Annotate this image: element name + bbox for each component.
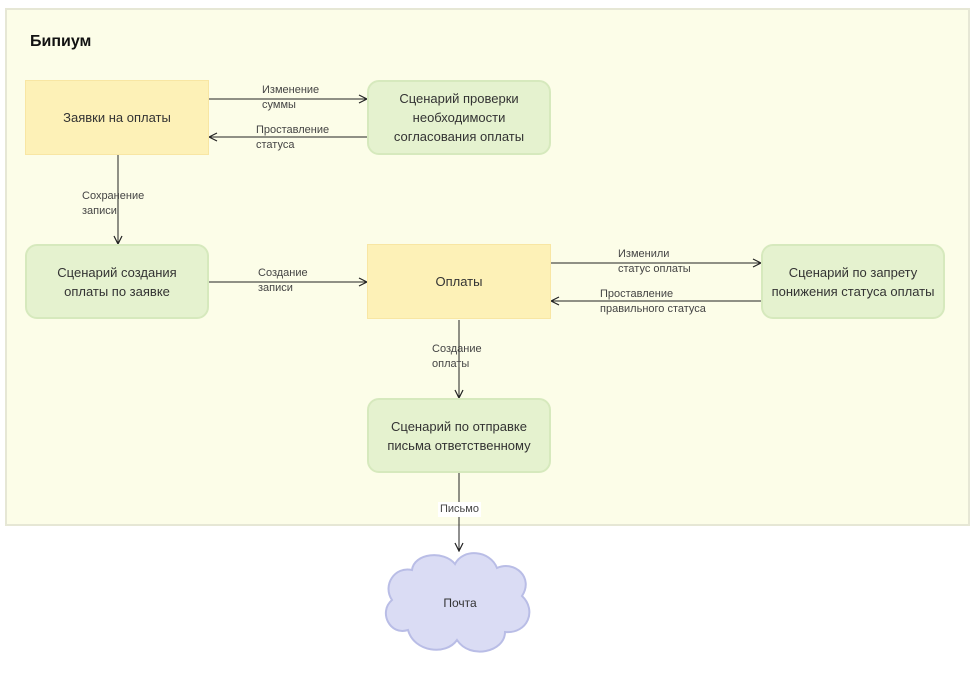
node-mail-label: Почта xyxy=(443,596,477,610)
edge-label-record-create: Создание записи xyxy=(258,266,308,296)
node-payments: Оплаты xyxy=(367,244,551,319)
edge-label-line: правильного статуса xyxy=(600,303,706,315)
edge-label-line: Изменили xyxy=(618,248,670,260)
edge-label-line: Создание xyxy=(432,343,482,355)
edge-label-line: записи xyxy=(258,282,293,294)
container-title: Бипиум xyxy=(30,33,92,50)
edge-label-line: Проставление xyxy=(600,288,674,300)
node-check-scenario-label: Сценарий проверки необходимости согласов… xyxy=(393,91,525,144)
node-create-payment-scenario: Сценарий создания оплаты по заявке xyxy=(25,244,209,319)
node-create-payment-scenario-label: Сценарий создания оплаты по заявке xyxy=(57,264,177,299)
edge-label-letter: Письмо xyxy=(438,502,481,517)
edge-label-status-set: Проставление статуса xyxy=(256,123,329,153)
node-payments-label: Оплаты xyxy=(435,274,483,289)
edge-label-line: записи xyxy=(82,205,117,217)
edge-label-line: статуса xyxy=(256,139,295,151)
edge-label-payment-create: Создание оплаты xyxy=(432,342,482,372)
edge-label-line: оплаты xyxy=(432,358,470,370)
node-check-scenario: Сценарий проверки необходимости согласов… xyxy=(367,80,551,155)
edge-label-line: Письмо xyxy=(440,503,479,515)
node-payment-requests: Заявки на оплаты xyxy=(25,80,209,155)
edge-label-line: Создание xyxy=(258,267,308,279)
edge-label-line: суммы xyxy=(262,99,296,111)
edge-label-line: статус оплаты xyxy=(618,263,691,275)
node-email-scenario-label: Сценарий по отправке письма ответственно… xyxy=(387,418,531,453)
edge-label-status-changed: Изменили статус оплаты xyxy=(618,247,691,277)
mail-cloud-shape xyxy=(384,552,531,653)
edge-label-line: Сохранение xyxy=(82,190,145,202)
edge-label-record-save: Сохранение записи xyxy=(82,189,144,219)
node-status-ban-scenario: Сценарий по запрету понижения статуса оп… xyxy=(761,244,945,319)
edge-label-correct-status: Проставление правильного статуса xyxy=(600,287,706,317)
edge-label-line: Проставление xyxy=(256,124,330,136)
node-email-scenario: Сценарий по отправке письма ответственно… xyxy=(367,398,551,473)
node-payment-requests-label: Заявки на оплаты xyxy=(63,110,171,125)
node-status-ban-scenario-label: Сценарий по запрету понижения статуса оп… xyxy=(771,264,935,299)
edge-label-line: Изменение xyxy=(262,84,320,96)
edge-label-amount-change: Изменение суммы xyxy=(262,83,319,113)
